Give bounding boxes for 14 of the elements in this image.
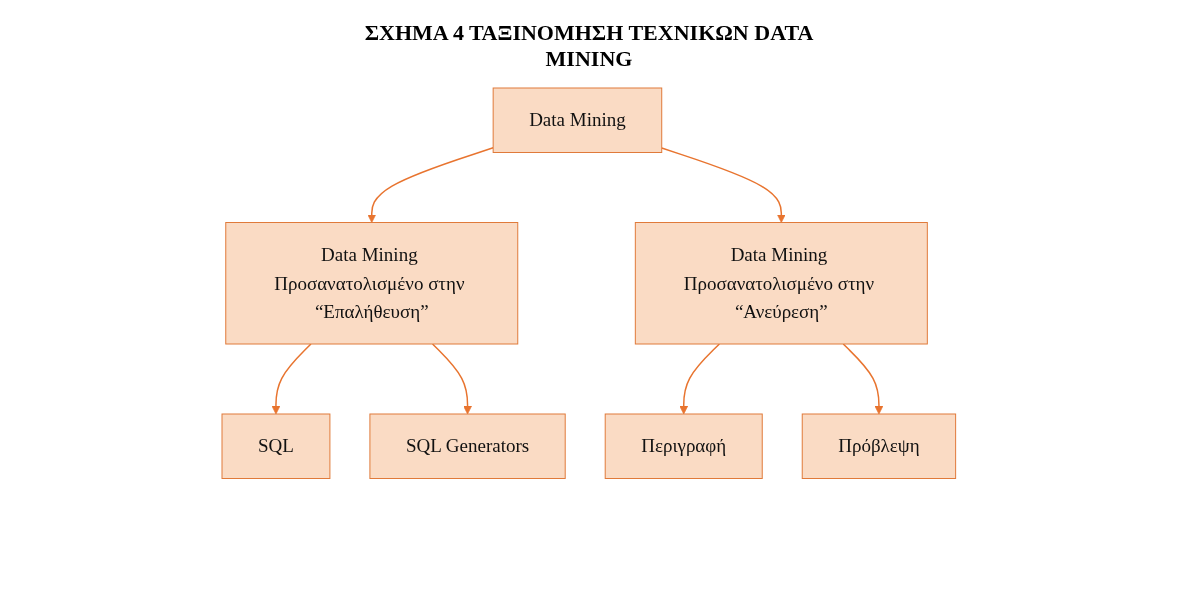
node-box: Περιγραφή (604, 413, 763, 479)
arrow (367, 147, 495, 223)
node-box: SQL Generators (369, 413, 566, 479)
node-box: Πρόβλεψη (801, 413, 957, 479)
node-box: Data Mining Προσανατολισμένο στην “Επαλήθευση” (225, 222, 519, 345)
node-box: SQL (221, 413, 331, 479)
arrow (271, 343, 312, 415)
arrow (842, 343, 884, 415)
arrow (679, 343, 721, 415)
node-box: Data Mining (492, 87, 663, 153)
arrow (661, 147, 786, 223)
diagram-title: ΣΧΗΜΑ 4 ΤΑΞΙΝΟΜΗΣΗ ΤΕΧΝΙΚΩΝ DATA MINING (363, 20, 815, 72)
arrow (431, 343, 473, 415)
node-box: Data Mining Προσανατολισμένο στην “Ανεύρεση” (635, 222, 928, 345)
